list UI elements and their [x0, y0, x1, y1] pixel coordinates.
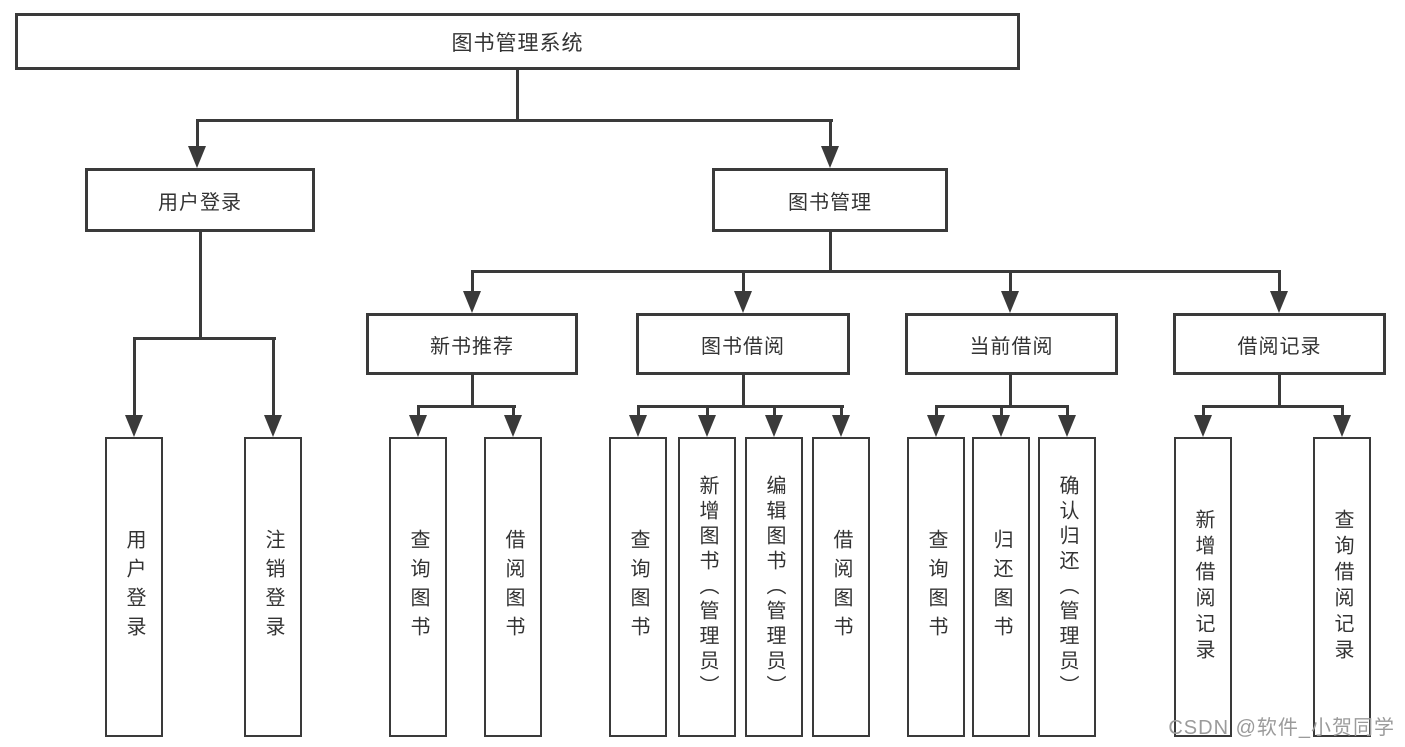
- connector-line: [829, 232, 832, 273]
- connector-line: [706, 405, 709, 419]
- connector-line: [1202, 405, 1205, 419]
- leaf-logout-label: 注销登录: [262, 529, 284, 645]
- leaf-confirm-return-admin: 确认归还（管理员）: [1038, 437, 1096, 737]
- connector-line: [1000, 405, 1003, 419]
- connector-line: [196, 119, 199, 149]
- arrow-down-icon: [264, 415, 282, 437]
- connector-line: [471, 375, 474, 407]
- leaf-return-book: 归还图书: [972, 437, 1030, 737]
- connector-line: [199, 232, 202, 340]
- leaf-edit-book-admin: 编辑图书（管理员）: [745, 437, 803, 737]
- arrow-down-icon: [188, 146, 206, 168]
- leaf-add-book-admin-label: 新增图书（管理员）: [696, 474, 718, 700]
- connector-line: [133, 337, 136, 419]
- arrow-down-icon: [125, 415, 143, 437]
- arrow-down-icon: [1001, 291, 1019, 313]
- connector-line: [1278, 270, 1281, 293]
- arrow-down-icon: [1333, 415, 1351, 437]
- connector-line: [471, 270, 474, 293]
- leaf-query-books-current-label: 查询图书: [925, 529, 947, 645]
- node-book-management: 图书管理: [712, 168, 948, 232]
- watermark-csdn: CSDN @软件_小贺同学: [1168, 717, 1395, 739]
- node-book-borrowing-label: 图书借阅: [701, 335, 785, 358]
- leaf-borrow-books-borrowing-label: 借阅图书: [830, 529, 852, 645]
- connector-line: [742, 375, 745, 407]
- connector-line: [516, 70, 519, 119]
- leaf-query-books-borrowing: 查询图书: [609, 437, 667, 737]
- arrow-down-icon: [734, 291, 752, 313]
- connector-line: [1341, 405, 1344, 419]
- root-node: 图书管理系统: [15, 13, 1020, 70]
- arrow-down-icon: [698, 415, 716, 437]
- node-current-borrowing-label: 当前借阅: [969, 335, 1054, 358]
- node-book-borrowing: 图书借阅: [636, 313, 850, 375]
- leaf-query-books-current: 查询图书: [907, 437, 965, 737]
- arrow-down-icon: [1270, 291, 1288, 313]
- connector-line: [935, 405, 938, 419]
- leaf-query-books-recommend-label: 查询图书: [407, 529, 429, 645]
- leaf-user-login-label: 用户登录: [123, 529, 145, 645]
- leaf-return-book-label: 归还图书: [990, 529, 1012, 645]
- arrow-down-icon: [409, 415, 427, 437]
- connector-line: [417, 405, 420, 419]
- node-new-book-recommendation-label: 新书推荐: [430, 335, 514, 358]
- connector-line: [1009, 375, 1012, 407]
- leaf-query-books-borrowing-label: 查询图书: [627, 529, 649, 645]
- arrow-down-icon: [821, 146, 839, 168]
- arrow-down-icon: [765, 415, 783, 437]
- node-user-login: 用户登录: [85, 168, 315, 232]
- connector-line: [1202, 405, 1344, 408]
- leaf-logout: 注销登录: [244, 437, 302, 737]
- connector-line: [1066, 405, 1069, 419]
- connector-line: [637, 405, 640, 419]
- leaf-borrow-books-recommend-label: 借阅图书: [502, 529, 524, 645]
- connector-line: [471, 270, 1281, 273]
- connector-line: [272, 337, 275, 419]
- arrow-down-icon: [629, 415, 647, 437]
- arrow-down-icon: [927, 415, 945, 437]
- connector-line: [840, 405, 843, 419]
- node-book-management-label: 图书管理: [788, 191, 872, 214]
- node-user-login-label: 用户登录: [158, 191, 242, 214]
- connector-line: [196, 119, 833, 122]
- leaf-query-books-recommend: 查询图书: [389, 437, 447, 737]
- leaf-query-borrow-record-label: 查询借阅记录: [1331, 509, 1353, 665]
- leaf-borrow-books-borrowing: 借阅图书: [812, 437, 870, 737]
- leaf-edit-book-admin-label: 编辑图书（管理员）: [763, 474, 785, 700]
- arrow-down-icon: [1058, 415, 1076, 437]
- arrow-down-icon: [504, 415, 522, 437]
- connector-line: [637, 405, 844, 408]
- connector-line: [829, 119, 832, 149]
- connector-line: [742, 270, 745, 293]
- leaf-add-book-admin: 新增图书（管理员）: [678, 437, 736, 737]
- arrow-down-icon: [992, 415, 1010, 437]
- leaf-user-login: 用户登录: [105, 437, 163, 737]
- connector-line: [1278, 375, 1281, 407]
- node-borrowing-records-label: 借阅记录: [1237, 335, 1322, 358]
- connector-line: [133, 337, 276, 340]
- connector-line: [512, 405, 515, 419]
- arrow-down-icon: [463, 291, 481, 313]
- leaf-confirm-return-admin-label: 确认归还（管理员）: [1056, 474, 1078, 700]
- connector-line: [417, 405, 516, 408]
- leaf-query-borrow-record: 查询借阅记录: [1313, 437, 1371, 737]
- root-node-label: 图书管理系统: [451, 31, 584, 55]
- arrow-down-icon: [832, 415, 850, 437]
- node-borrowing-records: 借阅记录: [1173, 313, 1386, 375]
- arrow-down-icon: [1194, 415, 1212, 437]
- connector-line: [773, 405, 776, 419]
- leaf-add-borrow-record-label: 新增借阅记录: [1192, 509, 1214, 665]
- node-current-borrowing: 当前借阅: [905, 313, 1118, 375]
- connector-line: [1009, 270, 1012, 293]
- leaf-add-borrow-record: 新增借阅记录: [1174, 437, 1232, 737]
- node-new-book-recommendation: 新书推荐: [366, 313, 578, 375]
- leaf-borrow-books-recommend: 借阅图书: [484, 437, 542, 737]
